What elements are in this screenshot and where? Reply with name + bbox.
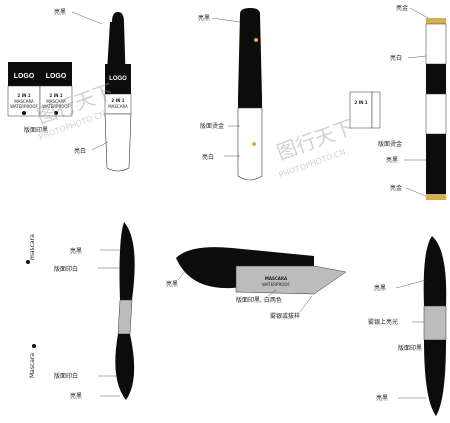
tube-mid-silver — [117, 299, 133, 335]
leader-line — [395, 279, 427, 289]
two-in-one-3: 2 IN 1 — [354, 100, 367, 105]
side-text-mascara: mascara — [29, 234, 36, 260]
box-label — [349, 91, 373, 129]
leader-line — [409, 7, 429, 19]
dot-icon — [54, 111, 58, 115]
tube-bottom-black — [115, 334, 135, 400]
leader-line — [177, 269, 187, 281]
label-silver-bright: 雾银上亮光 — [368, 318, 398, 326]
label-shiny-black-6a: 亮黑 — [374, 284, 386, 292]
dot-icon — [26, 260, 30, 264]
leader-line — [267, 289, 277, 297]
mascara-2: MASCARA — [46, 99, 66, 104]
label-plate-print-two: 版面印黑, 白两色 — [236, 296, 282, 304]
gold-cap-top — [426, 18, 446, 24]
label-shiny-black-4a: 亮黑 — [70, 247, 82, 255]
two-in-one-1: 2 IN 1 — [17, 93, 30, 98]
tube-bottom-black — [424, 340, 446, 416]
watermark: 图行天下 PHOTOPHOTO.CN 图行天下 PHOTOPHOTO.CN — [34, 79, 357, 180]
product-6: 亮黑 雾银上亮光 版面印黑 亮黑 — [368, 236, 447, 416]
label-shiny-black-6b: 亮黑 — [376, 394, 388, 402]
gold-dot — [252, 142, 256, 146]
product-1: LOGO 2 IN 1 MASCARA WATERPROOF LOGO 2 IN… — [7, 8, 132, 172]
label-shiny-black-5: 亮黑 — [166, 280, 178, 288]
leader-line — [91, 141, 109, 151]
label-shiny-black-1: 亮黑 — [54, 8, 66, 16]
tube-two-in-one: 2 IN 1 — [111, 98, 124, 103]
label-plate-white-4a: 版面印白 — [54, 265, 78, 273]
leader-line — [299, 295, 313, 313]
tube-band-black — [426, 64, 446, 94]
label-plate-print-1: 版面印黑 — [24, 126, 48, 134]
tube-right-silver — [235, 265, 347, 295]
tube-label-white — [425, 93, 447, 135]
tube-waterproof-5: WATERPROOF — [262, 282, 290, 287]
dot-icon — [22, 111, 26, 115]
tube-mascara-5: MASCARA — [265, 276, 288, 281]
tube-cap-black — [238, 8, 262, 98]
label-shiny-white-1: 亮白 — [74, 147, 86, 155]
logo-text-2: LOGO — [46, 73, 67, 80]
product-4: mascara Mascara 亮黑 版面印白 版面印白 亮黑 — [26, 222, 135, 400]
leader-line — [407, 55, 427, 59]
label-shiny-white-2: 亮白 — [202, 153, 214, 161]
waterproof-2: WATERPROOF — [42, 104, 70, 109]
tube-logo: LOGO — [109, 76, 127, 82]
tube-mid-silver — [423, 305, 447, 341]
logo-box-1 — [8, 62, 40, 86]
label-shiny-gold-top: 亮金 — [396, 4, 408, 12]
box-side — [371, 91, 381, 129]
tube-body-white — [237, 107, 263, 181]
label-plate-white-4b: 版面印白 — [54, 372, 78, 380]
two-in-one-2: 2 IN 1 — [49, 93, 62, 98]
logo-box-2 — [40, 62, 72, 86]
leader-line — [71, 11, 103, 25]
gold-dot — [254, 38, 258, 42]
tube-mascara: MASCARA — [108, 104, 128, 109]
leader-line — [405, 187, 427, 197]
tube-body-black — [426, 134, 446, 194]
tube-neck — [238, 98, 262, 108]
label-plate-gold-3: 版面烫金 — [378, 140, 402, 148]
tube-body-white — [104, 113, 132, 172]
label-shiny-black-4b: 亮黑 — [70, 392, 82, 400]
label-shiny-black-2: 亮黑 — [198, 14, 210, 22]
leader-line — [211, 17, 241, 23]
label-plate-print-6: 版面印黑 — [398, 344, 422, 352]
waterproof-1: WATERPROOF — [10, 104, 38, 109]
tube-label-band — [105, 64, 131, 94]
product-5: LOGO MASCARA WATERPROOF 亮黑 版面印黑, 白两色 雾银或… — [166, 247, 347, 320]
label-plate-gold-2: 版面烫金 — [200, 122, 224, 130]
tube-top-white — [425, 23, 447, 65]
label-shiny-white-3: 亮白 — [390, 54, 402, 62]
gold-cap-bottom — [426, 194, 446, 200]
dot-icon — [32, 344, 36, 348]
label-shiny-gold-bottom: 亮金 — [390, 184, 402, 192]
label-shiny-black-3: 亮黑 — [386, 156, 398, 164]
label-silver-drawing: 雾银或拔样 — [270, 312, 300, 320]
tube-top-black — [119, 222, 135, 300]
product-3: 2 IN 1 亮金 亮白 版面烫金 亮黑 亮金 — [349, 4, 447, 200]
product-2: 亮黑 版面烫金 亮白 — [198, 8, 263, 181]
logo-text-1: LOGO — [14, 73, 35, 80]
tube-top-black — [423, 236, 447, 306]
mascara-1: MASCARA — [14, 99, 34, 104]
side-text-mascara-2: Mascara — [29, 353, 36, 378]
